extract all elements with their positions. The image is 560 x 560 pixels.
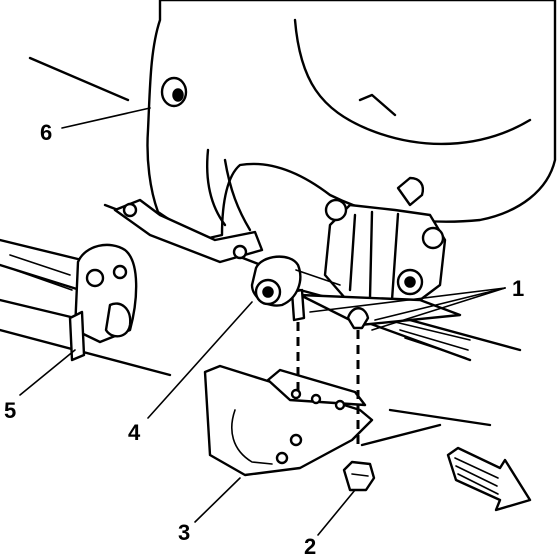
mounting-bracket-plate — [203, 364, 374, 477]
callout-3: 3 — [178, 520, 190, 545]
callout-2: 2 — [304, 534, 316, 559]
mounting-flange — [113, 198, 264, 264]
callout-1: 1 — [512, 276, 524, 301]
fasteners — [290, 288, 376, 492]
sensor — [250, 255, 341, 307]
callout-5: 5 — [4, 398, 16, 423]
left-bracket-assembly — [0, 243, 138, 362]
callout-4: 4 — [128, 420, 141, 445]
housing-casting — [146, 0, 557, 242]
leader-lines — [19, 107, 506, 536]
callout-6: 6 — [40, 120, 52, 145]
direction-arrow-icon — [446, 446, 532, 512]
caliper-assembly — [298, 198, 462, 327]
